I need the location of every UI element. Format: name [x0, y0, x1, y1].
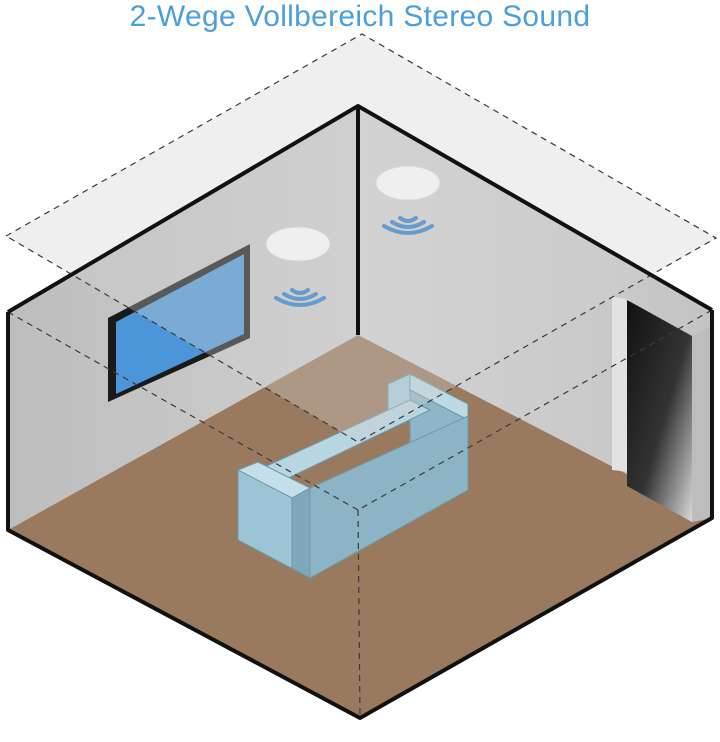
room-outline	[6, 104, 714, 720]
sound-wave-icon	[274, 216, 434, 307]
tv-icon	[108, 244, 250, 402]
hidden-edges	[7, 309, 713, 719]
diagram-title: 2-Wege Vollbereich Stereo Sound	[129, 0, 591, 33]
ceiling-plane	[4, 33, 718, 443]
ceiling-speaker-icon	[265, 165, 441, 262]
sofa-icon	[236, 373, 469, 579]
doorway-icon	[612, 296, 712, 522]
